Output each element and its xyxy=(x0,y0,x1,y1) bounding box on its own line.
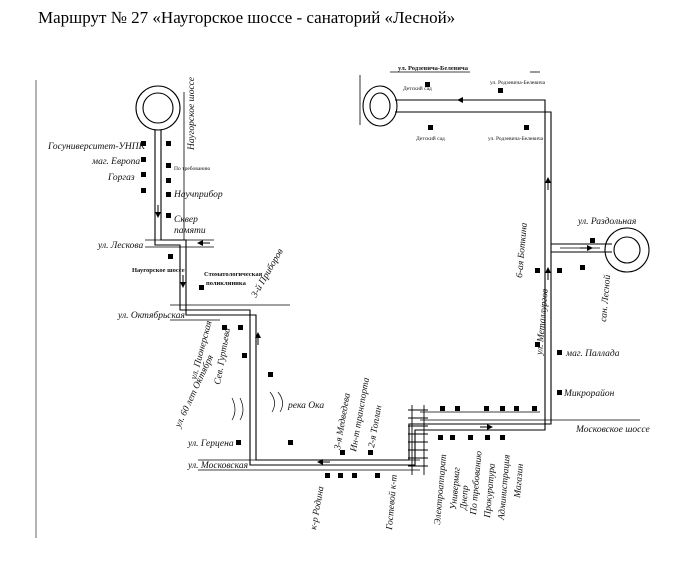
stops xyxy=(141,82,595,478)
label-rodzevich-top: ул. Родзевича-Белевича xyxy=(398,65,469,72)
river-bank xyxy=(239,397,244,421)
label-stomatolog-1: Стоматологическая xyxy=(204,271,263,278)
label-toplan: 2-я Топлан xyxy=(367,404,384,448)
label-mag-pallada: маг. Паллада xyxy=(565,348,620,359)
label-stomatolog-2: поликлиника xyxy=(206,280,247,287)
river-bank xyxy=(231,397,236,421)
label-magazin: Магазин xyxy=(513,463,526,499)
page-title: Маршрут № 27 «Наугорское шоссе - санатор… xyxy=(38,8,456,27)
label-gertsena: ул. Герцена xyxy=(187,439,234,449)
label-evropa: маг. Европа xyxy=(91,157,140,167)
label-razdolnaya: ул. Раздольная xyxy=(577,216,636,227)
label-po-trebovaniyu-1: По требованию xyxy=(174,165,210,172)
label-gorgaz: Горгаз xyxy=(107,173,135,183)
label-detsky-sad-1: Детский сад xyxy=(403,85,432,92)
label-prokuratura: Прокуратура xyxy=(483,463,498,520)
loop-lesnoy-inner xyxy=(613,236,641,264)
label-skver-2: памяти xyxy=(174,226,206,236)
label-detsky-sad-2: Детский сад xyxy=(416,135,445,142)
label-oktyabrskaya: ул. Октябрьская xyxy=(117,310,185,321)
label-rodzevich-stop-1: ул. Родзевича-Белевича xyxy=(490,80,546,86)
label-gosuniversitet: Госуниверситет-УНПК xyxy=(47,142,146,152)
label-administratsiya: Администрация xyxy=(496,454,513,521)
label-moskovskaya: ул. Московская xyxy=(187,461,248,471)
loop-rodzevich-inner xyxy=(369,92,391,120)
label-univermag: Универмаг xyxy=(449,467,463,511)
label-naugorskoe-stop: Наугорское шоссе xyxy=(132,267,185,274)
label-botkina: 6-ая Боткина xyxy=(515,222,530,278)
loop-rodzevich xyxy=(362,85,398,127)
label-rodzevich-stop-2: ул. Родзевича-Белевича xyxy=(488,136,544,142)
route-path xyxy=(154,99,612,466)
label-gurtyeva: Сев. Гуртьева xyxy=(213,327,233,386)
direction-arrows xyxy=(155,97,593,465)
label-moskovskoe-shosse: Московское шоссе xyxy=(575,425,650,435)
label-univermag-2: Днепр xyxy=(459,485,471,511)
label-gostiny: Гостевой к-т xyxy=(384,474,400,531)
river-bank xyxy=(277,391,283,413)
loop-naugorskoe-inner xyxy=(142,92,174,124)
loop-lesnoy xyxy=(604,227,650,273)
label-elektro: Электроаппарат xyxy=(433,454,449,526)
label-naugorskoe-shosse: Наугорское шоссе xyxy=(187,77,197,151)
label-metallurgov: ул. Металлургов xyxy=(535,289,551,357)
label-skver-1: Сквер xyxy=(174,215,198,225)
label-leskova: ул. Лескова xyxy=(97,241,143,251)
loop-naugorskoe xyxy=(135,85,181,131)
label-mikrorayon: Микрорайон xyxy=(563,388,615,399)
railway-crossing xyxy=(408,405,428,475)
label-rodina: к-р Родина xyxy=(308,485,326,530)
label-reka-oka: река Ока xyxy=(287,401,324,411)
label-naucpribor: Научприбор xyxy=(173,189,223,200)
label-san-lesnoy: сан. Лесной xyxy=(598,274,613,322)
label-po-trebovaniyu-2: По требованию xyxy=(468,450,485,516)
river-bank xyxy=(269,391,275,413)
